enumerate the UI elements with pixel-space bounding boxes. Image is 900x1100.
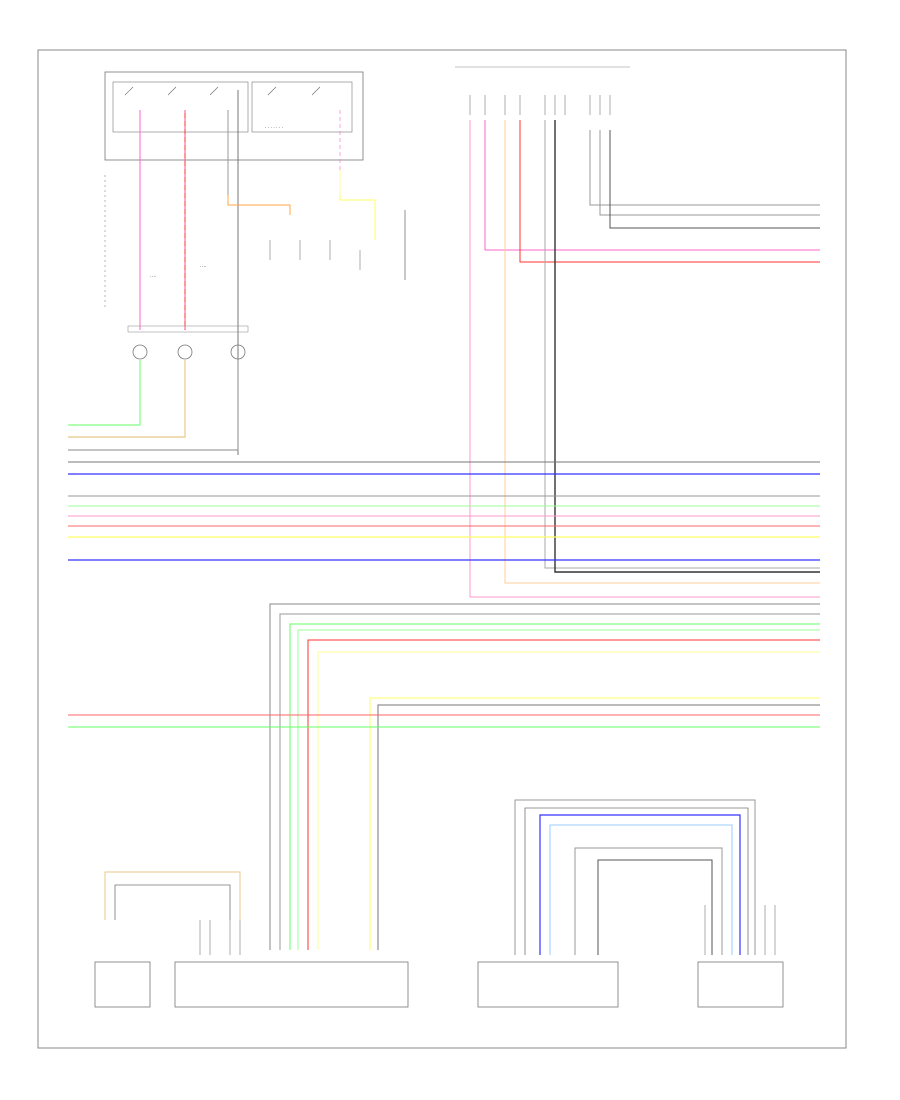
svg-text:····: ···· — [150, 274, 157, 280]
horizontal-bus — [68, 461, 820, 950]
page-frame — [37, 49, 847, 1049]
bottom-modules — [94, 799, 784, 1008]
top-right-connector — [455, 66, 820, 598]
svg-text:. . . . . . .: . . . . . . . — [265, 124, 283, 130]
svg-text:····: ···· — [200, 264, 207, 270]
steering-pad-switch: . . . . . . . ···· ···· — [68, 71, 406, 455]
